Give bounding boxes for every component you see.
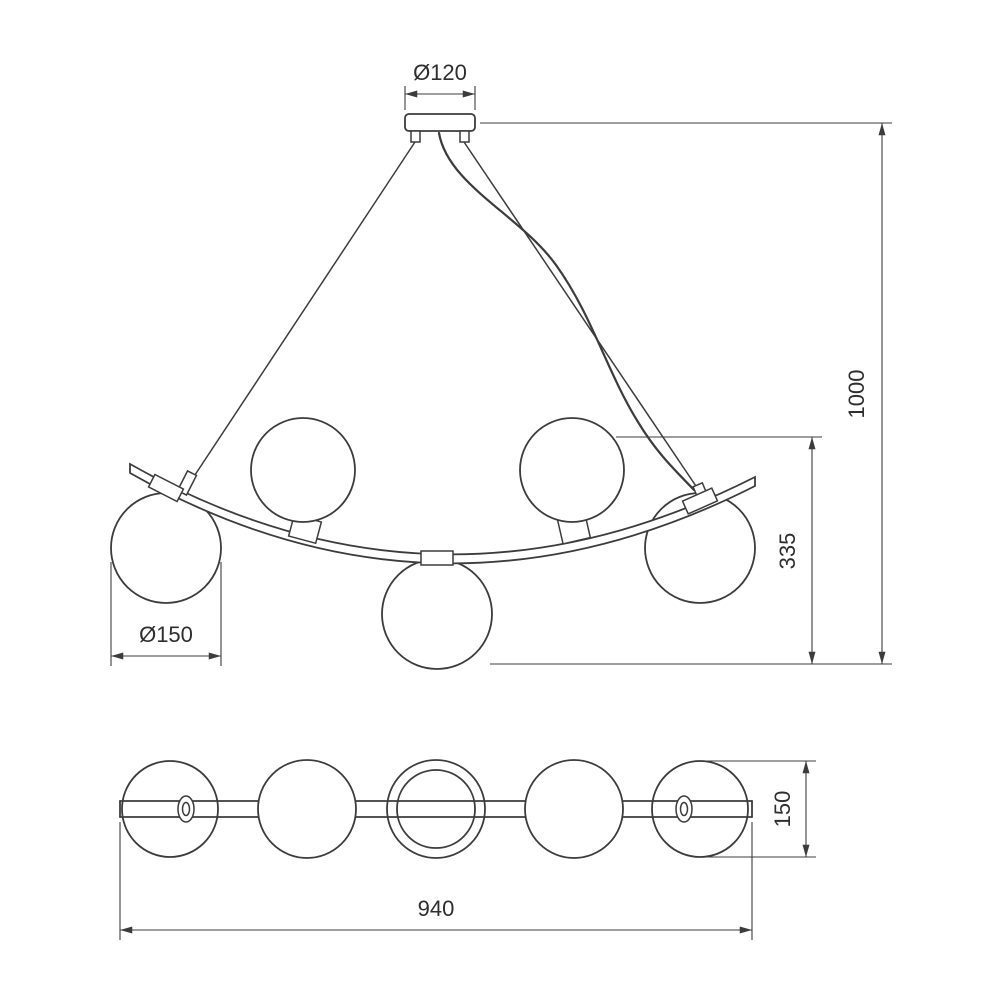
power-cable — [437, 131, 696, 492]
globe-3-holder — [420, 550, 454, 566]
canopy-hook-right — [459, 130, 470, 143]
suspension-wire-right — [463, 141, 703, 496]
front-view: Ø120 Ø150 335 1000 — [110, 60, 892, 670]
globe-4 — [519, 417, 625, 523]
canopy-body — [404, 113, 476, 132]
plan-globe-3-ring — [396, 769, 476, 849]
plan-eyelet-right — [675, 795, 693, 823]
eyelet-inner — [181, 801, 191, 817]
dimension-suspension-height: 1000 — [480, 122, 892, 664]
plan-globe-5 — [651, 760, 749, 858]
plan-globe-4 — [524, 759, 624, 859]
plan-view: 940 150 — [119, 759, 816, 940]
curved-bar — [129, 462, 756, 565]
dimension-canopy-diameter: Ø120 — [404, 60, 476, 110]
globe-1-holder — [147, 473, 185, 503]
canopy-diameter-label: Ø120 — [413, 60, 467, 85]
dimension-globe-diameter: Ø150 — [110, 562, 222, 666]
plan-globe-1 — [121, 760, 219, 858]
suspension-wire-left — [186, 141, 416, 488]
plan-globe-2 — [257, 759, 357, 859]
globe-2 — [250, 417, 356, 523]
plan-eyelet-left — [177, 795, 195, 823]
plan-bar — [119, 800, 753, 818]
globe-3 — [381, 558, 493, 670]
plan-globe-3-outer — [386, 759, 486, 859]
bar-depth-label: 150 — [770, 791, 795, 828]
bar-length-label: 940 — [418, 896, 455, 921]
globe-5-holder — [681, 487, 719, 515]
fixture-height-label: 335 — [775, 533, 800, 570]
canopy-hook-left — [410, 130, 421, 143]
globe-diameter-label: Ø150 — [139, 622, 193, 647]
dimension-bar-depth: 150 — [702, 760, 816, 858]
suspension-height-label: 1000 — [844, 370, 869, 419]
ceiling-canopy — [404, 113, 476, 143]
eyelet-inner — [679, 801, 689, 817]
dimension-fixture-height: 335 — [490, 436, 892, 665]
dimension-bar-length: 940 — [119, 822, 753, 940]
